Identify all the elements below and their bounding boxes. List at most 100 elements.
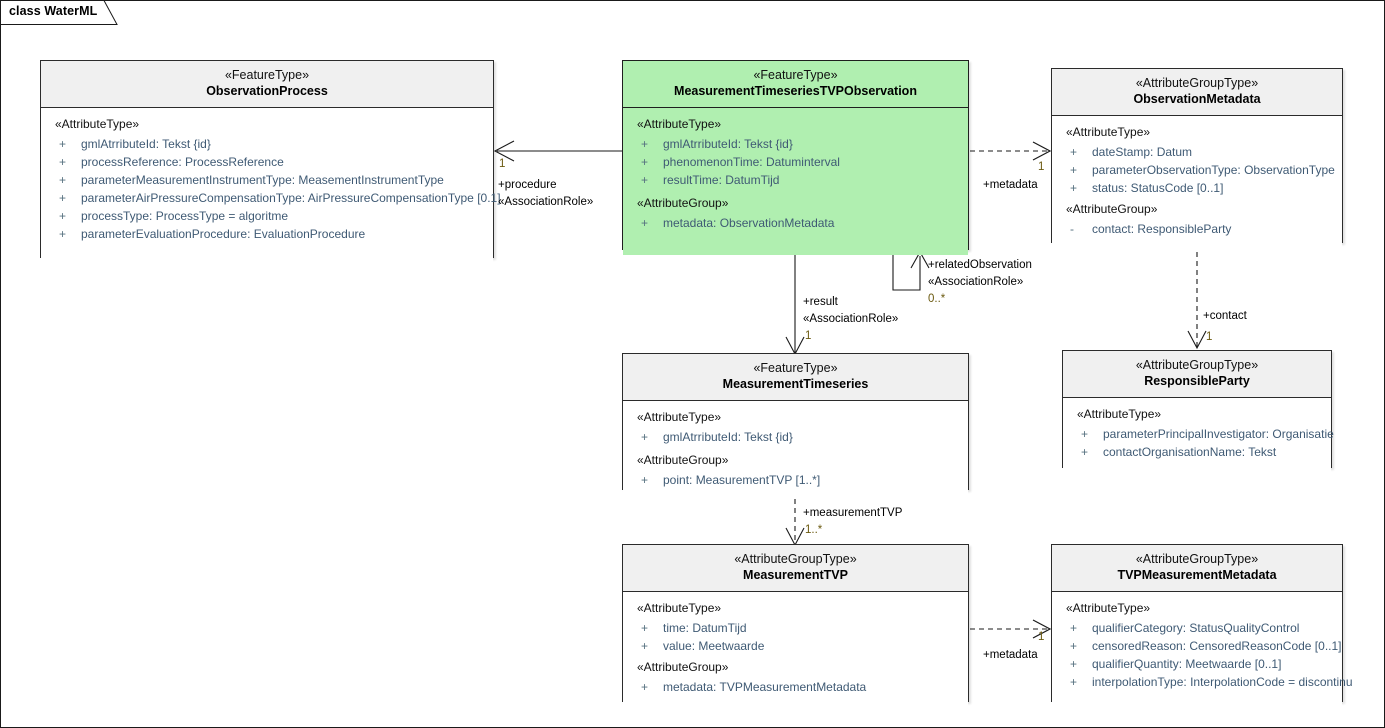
attribute-row: +qualifierQuantity: Meetwaarde [0..1] [1052, 655, 1342, 673]
class-tvp-measurement-metadata[interactable]: «AttributeGroupType» TVPMeasurementMetad… [1051, 544, 1353, 707]
class-body: «AttributeType» +gmlAtrributeId: Tekst {… [623, 401, 968, 495]
class-name: MeasurementTimeseriesTVPObservation [674, 84, 917, 98]
attribute-row: + contactOrganisationName: Tekst [1063, 443, 1331, 461]
attribute-text: point: MeasurementTVP [1..*] [663, 473, 821, 487]
attribute-group-label: «AttributeType» [55, 117, 140, 131]
connector-label-procedure-stereotype: «AssociationRole» [498, 196, 594, 208]
class-stereotype: «AttributeGroupType» [734, 552, 857, 566]
connector-label-related-observation-stereotype: «AssociationRole» [928, 276, 1024, 288]
connector-label-result-multiplicity: 1 [805, 330, 812, 342]
attribute-row: + point: MeasurementTVP [1..*] [623, 471, 968, 489]
class-observation-process[interactable]: «FeatureType» ObservationProcess «Attrib… [40, 60, 501, 263]
class-stereotype: «FeatureType» [224, 68, 310, 82]
class-measurement-timeseries-tvp-observation[interactable]: «FeatureType» MeasurementTimeseriesTVPOb… [622, 60, 969, 255]
visibility-marker: + [641, 137, 649, 151]
visibility-marker: + [59, 209, 67, 223]
attribute-text: contactOrganisationName: Tekst [1103, 445, 1277, 459]
visibility-marker: + [59, 227, 67, 241]
connector-label-procedure-multiplicity: 1 [499, 158, 506, 170]
class-header: «AttributeGroupType» ObservationMetadata [1052, 69, 1342, 116]
visibility-marker: + [1081, 427, 1089, 441]
connector-label-related-observation-role: +relatedObservation [928, 259, 1032, 271]
attribute-group-label: «AttributeType» [637, 601, 722, 615]
attribute-row: +processType: ProcessType = algoritme [41, 207, 493, 225]
attribute-row: +metadata: TVPMeasurementMetadata [623, 678, 968, 696]
connector-measurement-tvp [785, 490, 805, 547]
class-measurement-timeseries[interactable]: «FeatureType» MeasurementTimeseries «Att… [622, 353, 969, 495]
visibility-marker: + [641, 430, 649, 444]
attribute-row: +parameterMeasurementInstrumentType: Mea… [41, 171, 493, 189]
visibility-marker: + [1070, 163, 1078, 177]
visibility-marker: + [1070, 181, 1078, 195]
class-header: «FeatureType» ObservationProcess [41, 61, 493, 108]
connector-label-contact-multiplicity: 1 [1206, 331, 1213, 343]
attribute-row: + qualifierCategory: StatusQualityControl [1052, 619, 1342, 637]
visibility-marker: + [641, 680, 649, 694]
connector-label-metadata-tvp-role: +metadata [983, 649, 1038, 661]
visibility-marker: + [1070, 657, 1078, 671]
class-responsible-party[interactable]: «AttributeGroupType» ResponsibleParty «A… [1062, 350, 1334, 473]
visibility-marker: + [59, 173, 67, 187]
attribute-group-label: «AttributeType» [1066, 601, 1151, 615]
class-stereotype: «FeatureType» [753, 68, 838, 82]
attribute-row: + processReference: ProcessReference [41, 153, 493, 171]
connector-label-metadata-observation-role: +metadata [983, 179, 1038, 191]
visibility-marker: + [641, 621, 649, 635]
visibility-marker: + [1081, 445, 1089, 459]
attribute-text: gmlAtrributeId: Tekst {id} [81, 137, 211, 151]
class-measurement-tvp[interactable]: «AttributeGroupType» MeasurementTVP «Att… [622, 544, 969, 707]
class-body: «AttributeType» +parameterPrincipalInves… [1063, 398, 1334, 473]
attribute-row: +gmlAtrributeId: Tekst {id} [41, 135, 493, 153]
class-name: MeasurementTimeseries [722, 377, 869, 391]
class-body: «AttributeType» + qualifierCategory: Stat… [1052, 592, 1353, 707]
attribute-text: qualifierCategory: StatusQualityControl [1092, 621, 1300, 635]
attribute-text: censoredReason: CensoredReasonCode [0..1… [1092, 639, 1342, 653]
diagram-title: class WaterML [9, 4, 98, 18]
class-body: «AttributeType» + gmlAtrributeId: Tekst {… [623, 108, 968, 255]
connector-label-metadata-tvp-multiplicity: 1 [1038, 631, 1045, 643]
frame-tab-shape [0, 0, 118, 25]
attribute-group-label: «AttributeType» [637, 117, 722, 131]
attribute-text: processReference: ProcessReference [81, 155, 284, 169]
connector-contact [1187, 243, 1207, 350]
connector-label-measurement-tvp-multiplicity: 1..* [805, 524, 823, 536]
attribute-text: phenomenonTime: Datuminterval [663, 155, 840, 169]
connector-label-result-stereotype: «AssociationRole» [803, 313, 899, 325]
class-stereotype: «FeatureType» [753, 361, 838, 375]
class-stereotype: «AttributeGroupType» [1135, 76, 1259, 90]
connector-procedure [493, 140, 622, 162]
attribute-group-label: «AttributeType» [637, 410, 722, 424]
visibility-marker: + [59, 155, 67, 169]
attribute-group-label: «AttributeGroup» [637, 660, 729, 674]
visibility-marker: + [641, 473, 649, 487]
connector-label-measurement-tvp-role: +measurementTVP [803, 507, 903, 519]
attribute-text: parameterObservationType: ObservationTyp… [1092, 163, 1335, 177]
attribute-group-label: «AttributeGroup» [637, 453, 729, 467]
attribute-text: value: Meetwaarde [663, 639, 765, 653]
class-header: «AttributeGroupType» MeasurementTVP [623, 545, 968, 592]
visibility-marker: + [1070, 621, 1078, 635]
visibility-marker: + [1070, 675, 1078, 689]
attribute-text: parameterAirPressureCompensationType: Ai… [81, 191, 501, 205]
attribute-group-label: «AttributeType» [1077, 407, 1162, 421]
class-header: «AttributeGroupType» TVPMeasurementMetad… [1052, 545, 1342, 592]
attribute-row: +censoredReason: CensoredReasonCode [0..… [1052, 637, 1342, 655]
attribute-row: +parameterAirPressureCompensationType: A… [41, 189, 501, 207]
connector-label-metadata-observation-multiplicity: 1 [1038, 161, 1045, 173]
attribute-group-label: «AttributeGroup» [1066, 202, 1158, 216]
visibility-marker: + [641, 216, 649, 230]
connector-metadata-observation [970, 141, 1052, 161]
attribute-group-label: «AttributeGroup» [637, 196, 729, 210]
class-stereotype: «AttributeGroupType» [1135, 552, 1259, 566]
attribute-text: gmlAtrributeId: Tekst {id} [663, 137, 793, 151]
class-observation-metadata[interactable]: «AttributeGroupType» ObservationMetadata… [1051, 68, 1343, 248]
connector-related-observation [892, 249, 930, 291]
connector-label-result-role: +result [803, 296, 838, 308]
connector-metadata-tvp [970, 619, 1052, 639]
attribute-row: +status: StatusCode [0..1] [1052, 179, 1342, 197]
connector-label-related-observation-multiplicity: 0..* [928, 293, 946, 305]
attribute-row: +metadata: ObservationMetadata [623, 214, 968, 232]
class-name: ResponsibleParty [1144, 374, 1250, 388]
connector-label-contact-role: +contact [1203, 310, 1247, 322]
visibility-marker: + [641, 639, 649, 653]
